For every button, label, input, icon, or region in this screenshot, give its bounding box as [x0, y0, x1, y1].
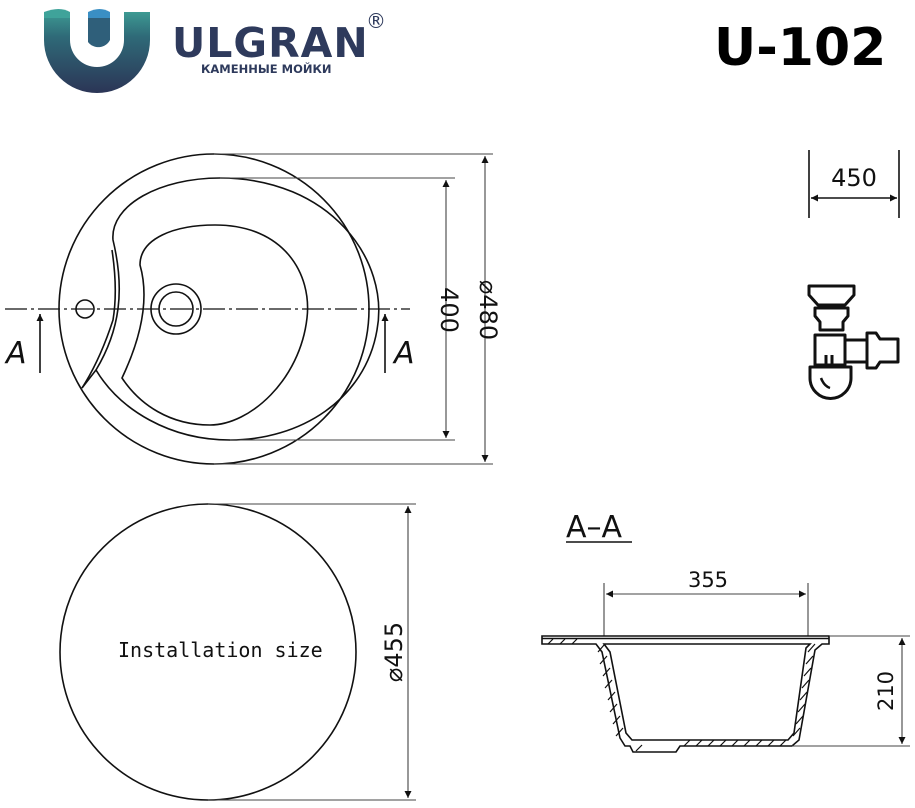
installation-label: Installation size	[118, 638, 323, 662]
cabinet-width: 450	[808, 150, 900, 218]
brand-name: ULGRAN	[172, 19, 369, 67]
brand-logo: ULGRAN ® КАМЕННЫЕ МОЙКИ	[44, 9, 386, 93]
section-marker-right: A	[392, 336, 415, 371]
top-view: A A 400 ⌀480	[4, 153, 502, 465]
dim-installation-diameter: ⌀455	[380, 622, 408, 682]
section-marker-left: A	[4, 336, 27, 371]
drainboard-outline	[95, 177, 380, 441]
dim-inner-height: 400	[435, 287, 463, 333]
logo-mark-icon	[44, 9, 150, 93]
section-view: A–A 355 210	[541, 510, 910, 753]
dim-depth: 210	[874, 671, 898, 711]
rim-divider	[81, 249, 117, 389]
model-number: U-102	[714, 18, 886, 78]
bowl-outline	[121, 224, 309, 426]
section-title: A–A	[566, 510, 623, 545]
dim-outer-diameter: ⌀480	[474, 280, 502, 340]
dim-bowl-width: 355	[688, 568, 728, 592]
registered-mark: ®	[366, 9, 386, 33]
rim-divider-end	[81, 369, 97, 389]
sink-inner-profile	[602, 643, 812, 741]
sink-profile	[541, 635, 830, 753]
brand-tagline: КАМЕННЫЕ МОЙКИ	[201, 61, 332, 76]
dim-cabinet-width: 450	[831, 164, 877, 192]
siphon-icon	[807, 284, 900, 400]
section-hatching	[547, 638, 816, 752]
installation-size-view: Installation size ⌀455	[59, 503, 416, 801]
